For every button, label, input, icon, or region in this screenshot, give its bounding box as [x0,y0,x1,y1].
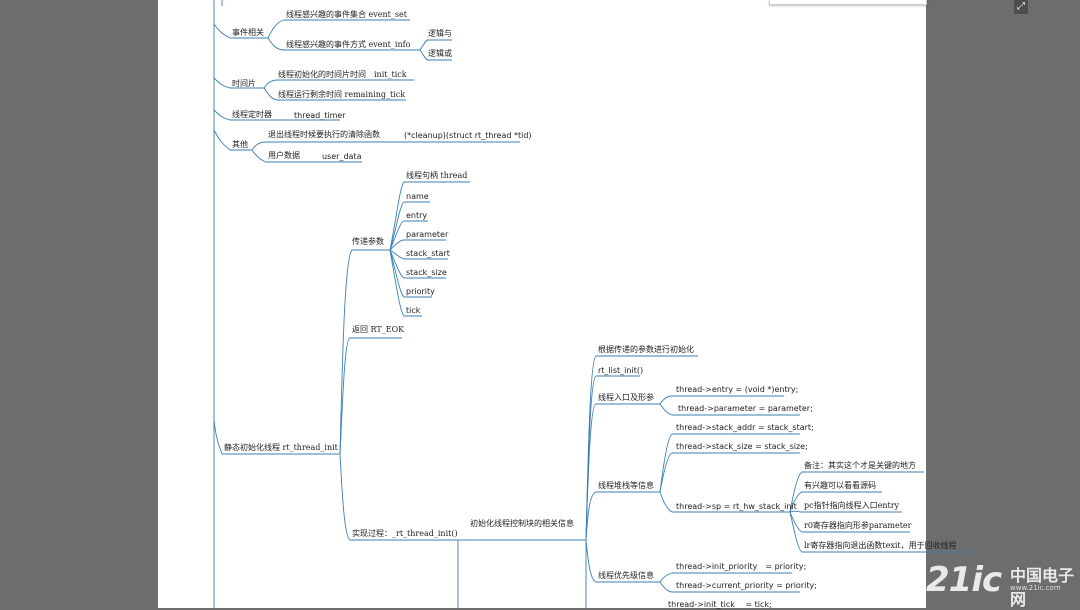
rt-thread-init-node: 静态初始化线程 rt_thread_init [224,443,338,452]
list-init-node: rt_list_init() [598,366,644,375]
priority-group-label: 线程优先级信息 [598,571,654,580]
overlay-panel-edge [769,0,927,5]
control-block-node: 初始化线程控制块的相关信息 [470,519,574,528]
param-parameter-node: parameter [406,230,449,239]
time-slice-label: 时间片 [232,79,256,88]
param-name-node: name [406,192,429,201]
user-data-value-node: user_data [322,152,362,161]
param-priority-node: priority [406,287,435,296]
event-info-node: 线程感兴趣的事件方式 event_info [286,40,411,49]
param-entry-node: entry [406,211,428,220]
entry-assign-node: thread->entry = (void *)entry; [676,385,799,394]
impl-node: 实现过程：_rt_thread_init() [352,529,458,538]
remaining-tick-node: 线程运行剩余时间 remaining_tick [278,90,406,99]
thread-timer-label: 线程定时器 [232,110,272,119]
cleanup-value-node: (*cleanup)(struct rt_thread *tid) [404,131,532,140]
cleanup-desc-node: 退出线程时候要执行的清除函数 [268,130,380,139]
mindmap-canvas [158,0,926,608]
return-node: 返回 RT_EOK [352,325,405,334]
logic-and-node: 逻辑与 [428,29,452,38]
params-label: 传递参数 [352,237,384,246]
note-pc-node: pc指针指向线程入口entry [804,501,900,510]
current-priority-node: thread->current_priority = priority; [676,581,817,590]
user-data-desc-node: 用户数据 [268,151,300,160]
sp-node: thread->sp = rt_hw_stack_init [676,502,797,511]
right-gutter [926,0,1080,608]
watermark-brand: 21ic [926,560,1002,600]
event-set-node: 线程感兴趣的事件集合 event_set [286,10,407,19]
note-r0-node: r0寄存器指向形参parameter [804,521,912,530]
event-group-label: 事件相关 [232,28,264,37]
init-by-params-node: 根据传递的参数进行初始化 [598,345,694,354]
note-source-node: 有兴趣可以看看源码 [804,481,876,490]
stack-size-node: thread->stack_size = stack_size; [676,442,808,451]
parameter-assign-node: thread->parameter = parameter; [678,404,813,413]
param-thread-node: 线程句柄 thread [406,171,468,180]
logic-or-node: 逻辑或 [428,49,452,58]
stack-group-label: 线程堆栈等信息 [598,481,654,490]
note-key-node: 备注：其实这个才是关键的地方 [804,461,916,470]
stack-addr-node: thread->stack_addr = stack_start; [676,423,814,432]
other-label: 其他 [232,140,248,149]
param-tick-node: tick [406,306,421,315]
param-stack-start-node: stack_start [406,249,450,258]
site-watermark: 21ic 中国电子网 www.21ic.com [926,556,1076,609]
expand-icon[interactable]: ⤢ [1014,0,1028,14]
param-stack-size-node: stack_size [406,268,447,277]
watermark-url: www.21ic.com [1010,584,1061,592]
init-tick-assign-node: thread->init_tick = tick; [668,600,772,609]
init-priority-node: thread->init_priority = priority; [676,562,807,571]
note-lr-node: lr寄存器指向退出函数texit，用于回收线程 [804,541,957,550]
thread-timer-node: thread_timer [294,111,346,120]
init-tick-node: 线程初始化的时间片时间 init_tick [278,70,407,79]
entry-group-label: 线程入口及形参 [598,393,654,402]
watermark-cn: 中国电子网 [1010,566,1075,609]
